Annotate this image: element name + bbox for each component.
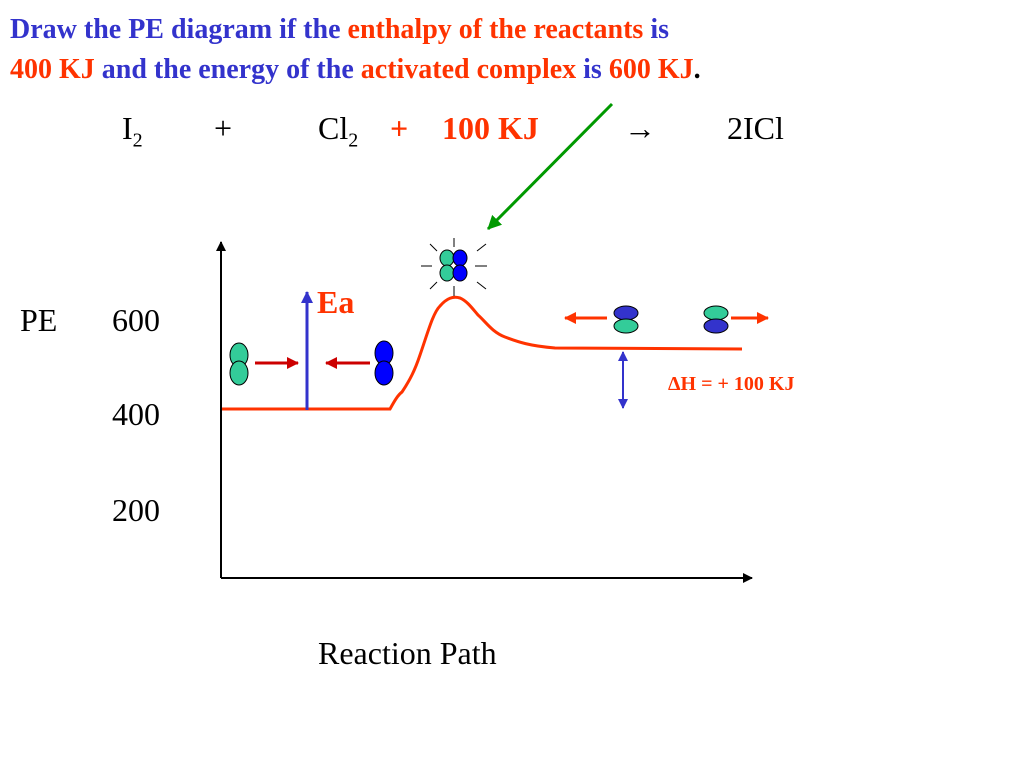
title-period: . (693, 54, 701, 85)
molecule-i2-reactant (374, 340, 394, 386)
title-line-2: 400 KJ and the energy of the activated c… (10, 50, 1010, 90)
title-text: Draw the PE diagram if the (10, 14, 348, 45)
reaction-arrow: → (624, 110, 656, 146)
activated-complex (439, 249, 468, 282)
title-highlight: 600 KJ (608, 54, 694, 85)
molecule-icl-product-1 (613, 305, 639, 334)
reactant-cl2: Cl2 (318, 110, 359, 152)
title-highlight: enthalpy of the (347, 14, 534, 45)
title-highlight: reactants (533, 14, 644, 45)
y-tick-600: 600 (112, 302, 160, 338)
title-text: is (576, 54, 609, 85)
equation-plus-2: + (390, 110, 409, 146)
product-2icl: 2ICl (727, 110, 784, 146)
delta-h-label: ΔH = + 100 KJ (668, 373, 795, 395)
x-axis-label: Reaction Path (318, 635, 497, 671)
pointer-arrow (486, 102, 614, 231)
reactant-i2: I2 (122, 110, 143, 152)
molecule-cl2-reactant (229, 342, 249, 386)
energy-curve (222, 295, 743, 411)
ea-label: Ea (317, 284, 355, 320)
title-highlight: activated complex (360, 54, 577, 85)
title-line-1: Draw the PE diagram if the enthalpy of t… (10, 10, 1010, 50)
y-axis-label: PE (20, 302, 58, 338)
molecule-icl-product-2 (703, 305, 729, 334)
title-highlight: 400 KJ (10, 54, 95, 85)
slide-title: Draw the PE diagram if the enthalpy of t… (10, 10, 1010, 90)
y-tick-400: 400 (112, 396, 160, 432)
title-text: and the energy of the (94, 54, 361, 85)
y-tick-200: 200 (112, 492, 160, 528)
equation-plus-1: + (214, 110, 233, 146)
title-text: is (643, 14, 670, 45)
equation-energy: 100 KJ (442, 110, 539, 146)
activated-complex-rays (421, 238, 487, 296)
